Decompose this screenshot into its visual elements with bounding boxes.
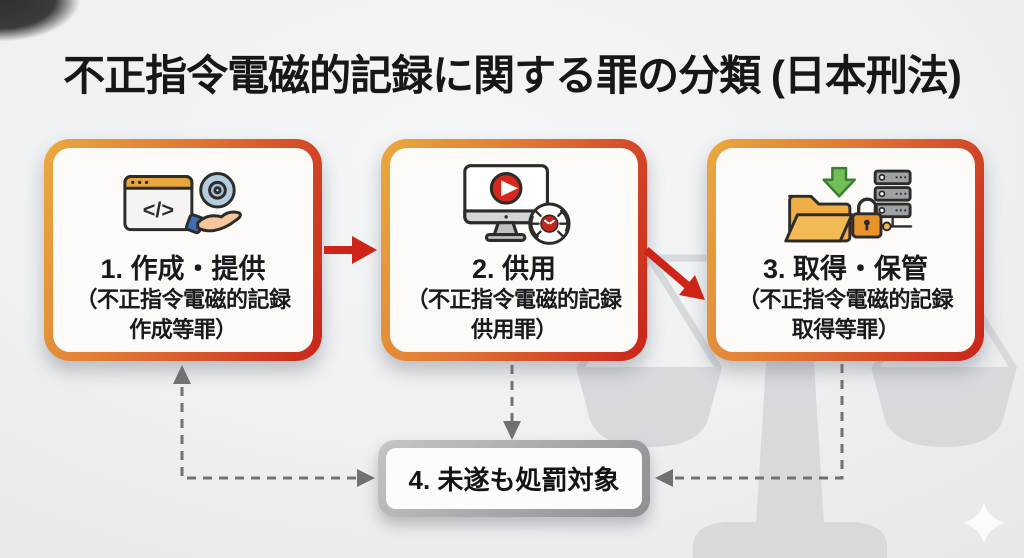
step-box-1: </> 1. 作成・提供 （不正指令電磁的記録 作成等罪） <box>44 139 322 361</box>
attempt-note-label: 4. 未遂も処罰対象 <box>408 465 620 495</box>
step-box-2: 2. 供用 （不正指令電磁的記録 供用罪） <box>381 139 647 361</box>
dashed-connector-step1-note <box>173 365 375 487</box>
page-title: 不正指令電磁的記録に関する罪の分類 (日本刑法) <box>63 52 962 99</box>
monitor-play-virus-icon <box>455 162 573 250</box>
step-3-subtitle-line2: 取得等罪） <box>791 316 900 342</box>
code-glyph: </> <box>143 197 174 222</box>
dashed-connector-step3-note <box>655 364 844 487</box>
step-1-label: 1. 作成・提供 <box>100 254 266 284</box>
dark-corner-top-left <box>0 0 120 64</box>
step-3-subtitle-line1: （不正指令電磁的記録 <box>737 287 954 313</box>
folder-lock-download-server-icon <box>778 162 914 250</box>
arrow-step2-step3 <box>643 246 705 300</box>
step-2-label: 2. 供用 <box>471 254 557 284</box>
attempt-note-box: 4. 未遂も処罰対象 <box>378 440 650 517</box>
step-2-subtitle-line2: 供用罪） <box>470 316 558 342</box>
arrow-step1-step2 <box>324 236 377 264</box>
sparkle-icon <box>963 502 1005 544</box>
code-window-cd-hand-icon: </> <box>119 162 247 250</box>
step-1-subtitle-line2: 作成等罪） <box>129 316 237 342</box>
step-box-3: 3. 取得・保管 （不正指令電磁的記録 取得等罪） <box>707 139 984 361</box>
step-3-label: 3. 取得・保管 <box>762 254 929 284</box>
step-1-subtitle-line1: （不正指令電磁的記録 <box>75 287 291 313</box>
dashed-connector-step2-note <box>503 365 521 440</box>
step-2-subtitle-line1: （不正指令電磁的記録 <box>406 287 622 313</box>
